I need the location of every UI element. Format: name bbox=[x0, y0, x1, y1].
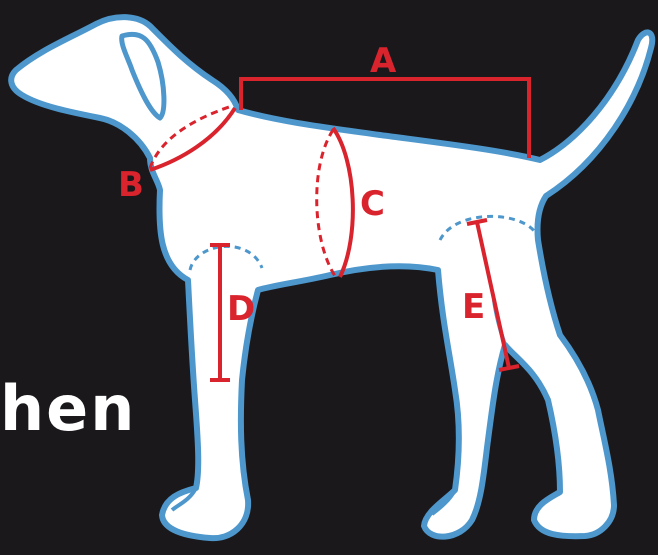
measurement-e-label: E bbox=[462, 287, 485, 327]
measurement-c-label: C bbox=[360, 184, 385, 224]
measurement-b-label: B bbox=[118, 165, 144, 205]
measurement-d-label: D bbox=[227, 289, 255, 329]
measurement-a-label: A bbox=[370, 41, 397, 81]
cropped-heading-text: hen bbox=[0, 378, 136, 440]
dog-body bbox=[11, 17, 652, 538]
dog-silhouette-icon bbox=[11, 17, 652, 538]
